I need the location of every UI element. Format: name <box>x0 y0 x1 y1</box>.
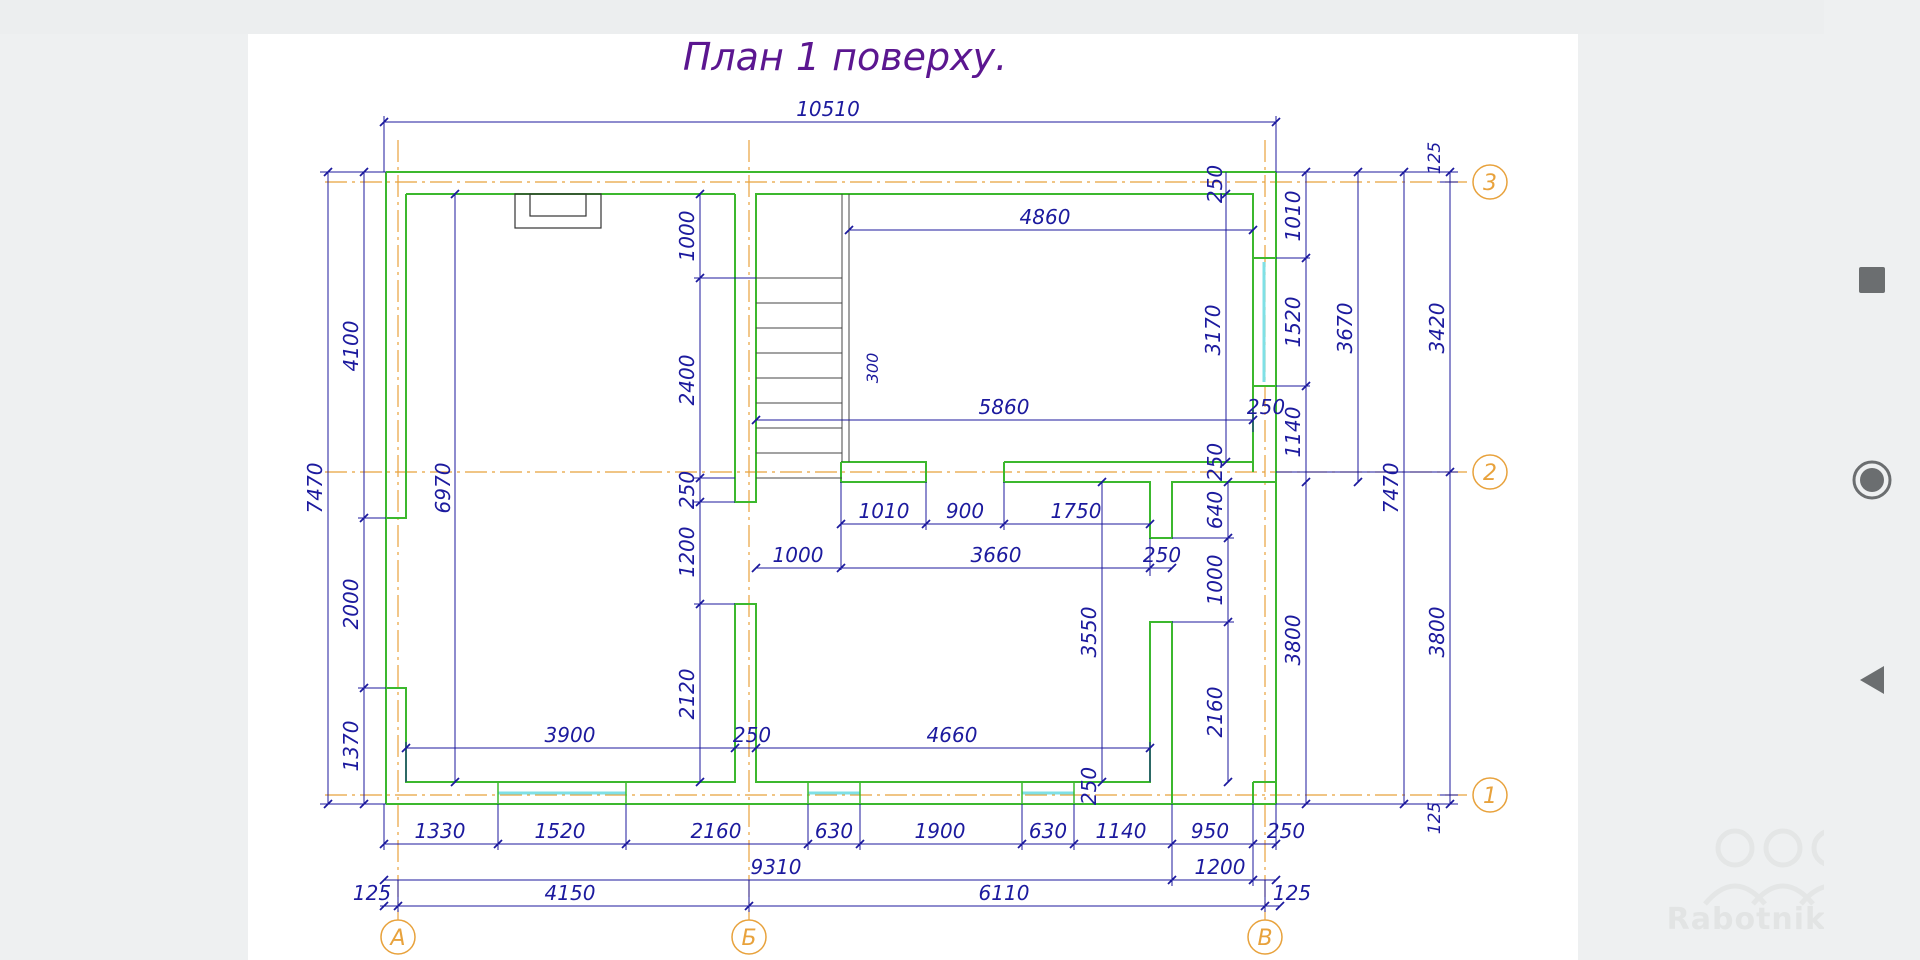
staircase <box>756 194 850 479</box>
drawing-sheet[interactable]: План 1 поверху. 10510 7470 4100 2000 137… <box>248 34 1578 960</box>
dim-bottom-1140: 1140 <box>1096 819 1147 843</box>
dimension-ticks <box>323 117 1455 911</box>
dim-mid-1000b: 1000 <box>1203 555 1227 606</box>
dim-mid-1750: 1750 <box>1051 499 1102 523</box>
dim-right-3800-outer: 3800 <box>1425 607 1449 658</box>
axis-label-v: В <box>1257 926 1272 951</box>
dim-mid-3660: 3660 <box>971 543 1022 567</box>
plan-title: План 1 поверху. <box>683 35 1007 79</box>
floor-plan: План 1 поверху. 10510 7470 4100 2000 137… <box>303 35 1508 955</box>
dim-overall-top: 10510 <box>796 97 860 121</box>
dim-left-2000: 2000 <box>339 579 363 630</box>
axis-marker-a <box>380 919 416 955</box>
dim-bottom-6110: 6110 <box>979 881 1030 905</box>
dim-right-125-top: 125 <box>1425 142 1445 174</box>
axis-marker-b <box>731 919 767 955</box>
dim-bottom-630b: 630 <box>1029 819 1067 843</box>
dim-right-250-top: 250 <box>1203 165 1227 203</box>
dim-right-7470: 7470 <box>1379 463 1403 514</box>
axis-marker-3 <box>1472 164 1508 200</box>
triangle-back-icon <box>1860 666 1884 694</box>
recents-button[interactable] <box>1824 240 1920 320</box>
dim-bottom-9310: 9310 <box>751 855 802 879</box>
axis-marker-v <box>1247 919 1283 955</box>
dim-door-1200: 1200 <box>675 527 699 578</box>
dim-bottom-2160: 2160 <box>691 819 742 843</box>
dim-mid-2160: 2160 <box>1203 687 1227 738</box>
chimney <box>514 193 602 229</box>
window-frames <box>497 257 1277 805</box>
dim-bottom-630a: 630 <box>815 819 853 843</box>
dim-mid-1000: 1000 <box>773 543 824 567</box>
dim-upper-4860: 4860 <box>1020 205 1071 229</box>
dim-right-1520: 1520 <box>1281 297 1305 348</box>
home-button[interactable] <box>1824 440 1920 520</box>
axis-label-3: 3 <box>1483 171 1497 196</box>
dim-bottom-4150: 4150 <box>545 881 596 905</box>
dim-right-250-b: 250 <box>1203 443 1227 481</box>
axis-label-a: А <box>388 926 405 951</box>
circle-icon <box>1852 460 1892 500</box>
axis-marker-1 <box>1472 777 1508 813</box>
dim-stair-1000: 1000 <box>675 211 699 262</box>
dim-stair-2400: 2400 <box>675 355 699 406</box>
dim-bottom-3900: 3900 <box>545 723 596 747</box>
dim-bottom-250b: 250 <box>1077 767 1101 805</box>
dim-right-3420: 3420 <box>1425 303 1449 354</box>
walls <box>385 171 1277 805</box>
dim-bottom-250c: 250 <box>1267 819 1305 843</box>
dim-room-6970: 6970 <box>431 463 455 514</box>
dim-right-3800-inner: 3800 <box>1281 615 1305 666</box>
dim-right-125-bottom: 125 <box>1425 802 1445 834</box>
windows <box>498 262 1266 795</box>
dim-right-250-mid: 250 <box>1247 395 1285 419</box>
dim-bottom-250: 250 <box>733 723 771 747</box>
square-icon <box>1859 267 1885 293</box>
dim-left-7470: 7470 <box>303 463 327 514</box>
dim-bottom-1200: 1200 <box>1195 855 1246 879</box>
dim-right-1010: 1010 <box>1281 191 1305 242</box>
dim-right-3170: 3170 <box>1201 305 1225 356</box>
dim-room-2120: 2120 <box>675 669 699 720</box>
axis-marker-2 <box>1472 454 1508 490</box>
dim-upper-5860: 5860 <box>979 395 1030 419</box>
dim-mid-900: 900 <box>946 499 984 523</box>
dim-mid-640: 640 <box>1203 491 1227 529</box>
dim-bottom-4660: 4660 <box>927 723 978 747</box>
dim-bottom-125-left: 125 <box>353 881 391 905</box>
dim-right-1140: 1140 <box>1281 407 1305 458</box>
dim-bottom-950: 950 <box>1191 819 1229 843</box>
dim-bottom-125-right: 125 <box>1273 881 1311 905</box>
dim-wall-250: 250 <box>675 471 699 509</box>
axis-label-2: 2 <box>1483 461 1497 486</box>
dim-mid-1010: 1010 <box>859 499 910 523</box>
back-button[interactable] <box>1824 640 1920 720</box>
dim-left-1370: 1370 <box>339 721 363 772</box>
dim-bottom-1900: 1900 <box>915 819 966 843</box>
axis-label-b: Б <box>741 926 756 951</box>
dim-left-4100: 4100 <box>339 321 363 372</box>
dim-right-3670: 3670 <box>1333 303 1357 354</box>
top-bar <box>0 0 1824 34</box>
dim-mid-3550: 3550 <box>1077 607 1101 658</box>
dim-bottom-1520: 1520 <box>535 819 586 843</box>
dim-mid-250: 250 <box>1143 543 1181 567</box>
axis-label-1: 1 <box>1483 784 1497 809</box>
system-nav-bar <box>1824 0 1920 960</box>
dim-bottom-1330: 1330 <box>415 819 466 843</box>
dim-step-300: 300 <box>863 353 882 384</box>
